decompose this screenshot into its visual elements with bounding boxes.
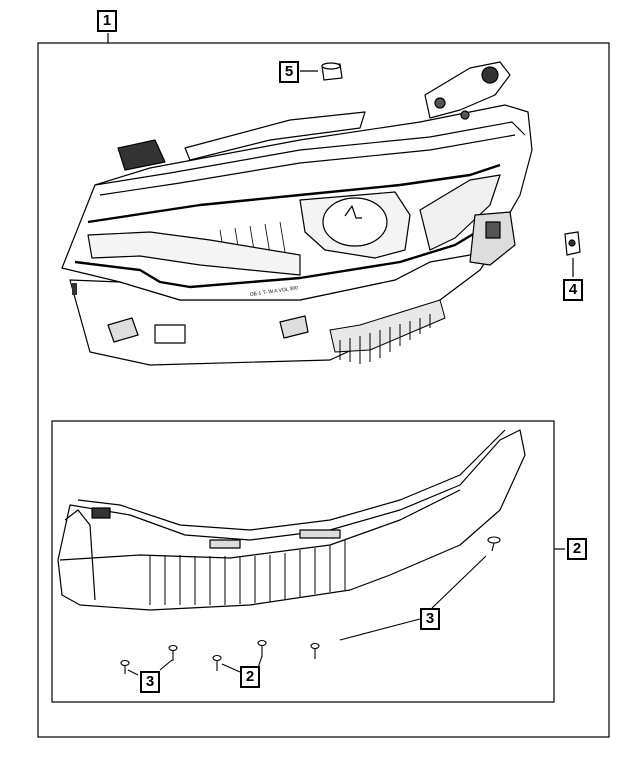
screws xyxy=(120,536,501,674)
callout-3-right-leader-b xyxy=(431,555,487,609)
callout-3-left-label: 3 xyxy=(140,671,160,693)
heat-sink xyxy=(329,299,446,364)
callout-1-label: 1 xyxy=(97,10,117,32)
screw-b xyxy=(120,659,130,674)
screw-f xyxy=(310,642,320,659)
clip-part xyxy=(564,231,581,256)
inner-frame xyxy=(51,420,555,703)
screw-d xyxy=(212,654,222,671)
cap-part xyxy=(321,62,343,81)
callout-3-right-label: 3 xyxy=(420,608,440,630)
outer-frame xyxy=(37,42,610,738)
screw-e xyxy=(257,639,267,657)
screw-a xyxy=(487,536,501,552)
callout-3-left-leader-b xyxy=(159,659,173,671)
trim-bracket xyxy=(57,429,526,611)
callout-5-label: 5 xyxy=(279,61,299,83)
callout-3-right-leader xyxy=(339,618,421,641)
callout-2-label: 2 xyxy=(567,538,587,560)
screw-c xyxy=(168,644,178,661)
headlamp-assembly xyxy=(61,61,533,366)
callout-4-label: 4 xyxy=(563,279,583,301)
callout-2-lower-label: 2 xyxy=(240,666,260,688)
callout-2-lower-leader-a xyxy=(221,663,241,673)
callout-3-left-leader-a xyxy=(127,669,139,676)
